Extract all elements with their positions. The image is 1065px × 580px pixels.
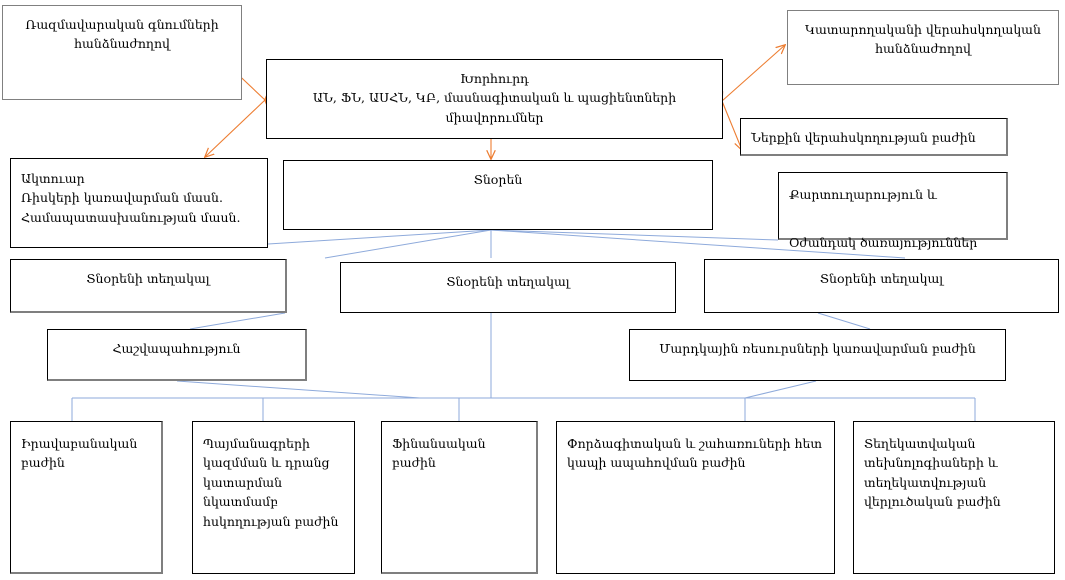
arrow-board-to-internal-audit [722, 101, 742, 150]
node-legal-department-label: Իրավաբանական բաժին [21, 436, 138, 471]
node-board-label: Խորհուրդ ԱՆ, ՖՆ, ԱՍՀՆ, ԿԲ, մասնագիտական … [312, 71, 677, 125]
node-expert-relations-department[interactable]: Փորձագիտական և շահառուների հետ կապի ապահ… [556, 421, 835, 574]
node-deputy-director-3[interactable]: Տնօրենի տեղակալ [704, 259, 1059, 313]
node-hr-management-label: Մարդկային ռեսուրսների կառավարման բաժին [659, 341, 976, 356]
node-director-label: Տնօրեն [473, 172, 523, 187]
arrow-board-to-audit-committee [722, 45, 785, 101]
node-accounting[interactable]: Հաշվապահություն [47, 329, 307, 381]
node-board[interactable]: Խորհուրդ ԱՆ, ՖՆ, ԱՍՀՆ, ԿԲ, մասնագիտական … [266, 59, 723, 139]
node-contracts-department[interactable]: Պայմանագրերի կազմման և դրանց կատարման նկ… [192, 421, 355, 574]
node-contracts-department-label: Պայմանագրերի կազմման և դրանց կատարման նկ… [203, 436, 339, 529]
node-hr-management[interactable]: Մարդկային ռեսուրսների կառավարման բաժին [629, 329, 1006, 381]
node-deputy-director-1-label: Տնօրենի տեղակալ [86, 271, 210, 286]
node-procurement-committee-label: Ռազմավարական գնումների հանձնաժողով [25, 17, 219, 52]
node-finance-department[interactable]: Ֆինանսական բաժին [381, 421, 538, 574]
node-accounting-label: Հաշվապահություն [112, 341, 241, 356]
node-audit-committee[interactable]: Կատարողականի վերահսկողական հանձնաժողով [787, 10, 1059, 85]
node-director[interactable]: Տնօրեն [283, 160, 713, 230]
node-it-analytics-department-label: Տեղեկատվական տեխնոլոգիաների և տեղեկատվու… [864, 436, 1001, 510]
node-deputy-director-2-label: Տնօրենի տեղակալ [446, 274, 570, 289]
node-expert-relations-department-label: Փորձագիտական և շահառուների հետ կապի ապահ… [567, 436, 822, 471]
node-internal-audit[interactable]: Ներքին վերահսկողության բաժին [740, 118, 1008, 156]
node-actuary[interactable]: Ակտուար Ռիսկերի կառավարման մասն. Համապատ… [10, 158, 268, 248]
node-procurement-committee[interactable]: Ռազմավարական գնումների հանձնաժողով [2, 5, 242, 100]
node-actuary-label: Ակտուար Ռիսկերի կառավարման մասն. Համապատ… [21, 171, 241, 225]
node-internal-audit-label: Ներքին վերահսկողության բաժին [751, 130, 976, 145]
arrow-board-to-actuary [205, 100, 265, 157]
node-deputy-director-3-label: Տնօրենի տեղակալ [819, 271, 944, 286]
node-deputy-director-2[interactable]: Տնօրենի տեղակալ [340, 262, 676, 313]
node-deputy-director-1[interactable]: Տնօրենի տեղակալ [10, 259, 287, 313]
node-legal-department[interactable]: Իրավաբանական բաժին [10, 421, 163, 574]
node-secretariat-label: Քարտուղարություն և Օժանդակ ծառայությունն… [789, 187, 978, 250]
node-audit-committee-label: Կատարողականի վերահսկողական հանձնաժողով [805, 22, 1041, 57]
node-secretariat[interactable]: Քարտուղարություն և Օժանդակ ծառայությունն… [778, 172, 1008, 250]
node-it-analytics-department[interactable]: Տեղեկատվական տեխնոլոգիաների և տեղեկատվու… [853, 421, 1055, 574]
node-finance-department-label: Ֆինանսական բաժին [392, 436, 486, 471]
